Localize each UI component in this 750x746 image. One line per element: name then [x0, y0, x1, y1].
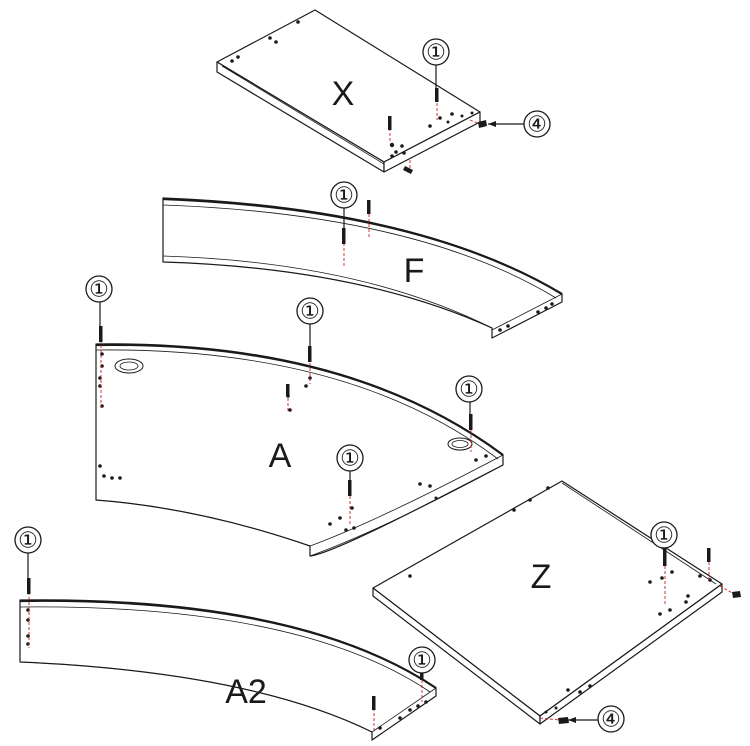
panel-label-a: A	[269, 437, 292, 475]
panel-f	[162, 197, 563, 339]
svg-text:④: ④	[527, 112, 547, 137]
panel-label-z: Z	[531, 558, 552, 596]
panel-z	[372, 480, 741, 725]
svg-text:①: ①	[459, 377, 479, 402]
panel-a	[95, 326, 504, 557]
callout-cam-screw: ④	[488, 110, 551, 138]
svg-text:①: ①	[18, 528, 38, 553]
callout-dowel: ①	[14, 526, 42, 578]
callout-dowel: ①	[336, 444, 364, 480]
callout-cam-screw: ④	[568, 705, 625, 733]
svg-text:①: ①	[426, 40, 446, 65]
callout-dowel: ①	[408, 646, 436, 676]
grommet-hole	[447, 437, 473, 451]
callout-dowel: ①	[296, 297, 324, 346]
svg-text:①: ①	[300, 299, 320, 324]
svg-text:①: ①	[334, 183, 354, 208]
panel-a2	[19, 578, 437, 741]
callout-dowel: ①	[455, 375, 483, 414]
panel-x	[216, 9, 487, 174]
callout-dowel: ①	[330, 181, 358, 228]
svg-text:④: ④	[601, 707, 621, 732]
panel-label-a2: A2	[225, 673, 267, 711]
svg-text:①: ①	[89, 277, 109, 302]
svg-text:①: ①	[412, 648, 432, 673]
callout-dowel: ①	[85, 275, 113, 326]
panel-label-x: X	[332, 75, 355, 113]
callout-dowel: ①	[650, 521, 678, 550]
callout-dowel: ①	[422, 38, 450, 88]
svg-text:①: ①	[654, 523, 674, 548]
grommet-hole	[114, 358, 144, 374]
panel-label-f: F	[404, 252, 425, 290]
svg-text:①: ①	[340, 446, 360, 471]
